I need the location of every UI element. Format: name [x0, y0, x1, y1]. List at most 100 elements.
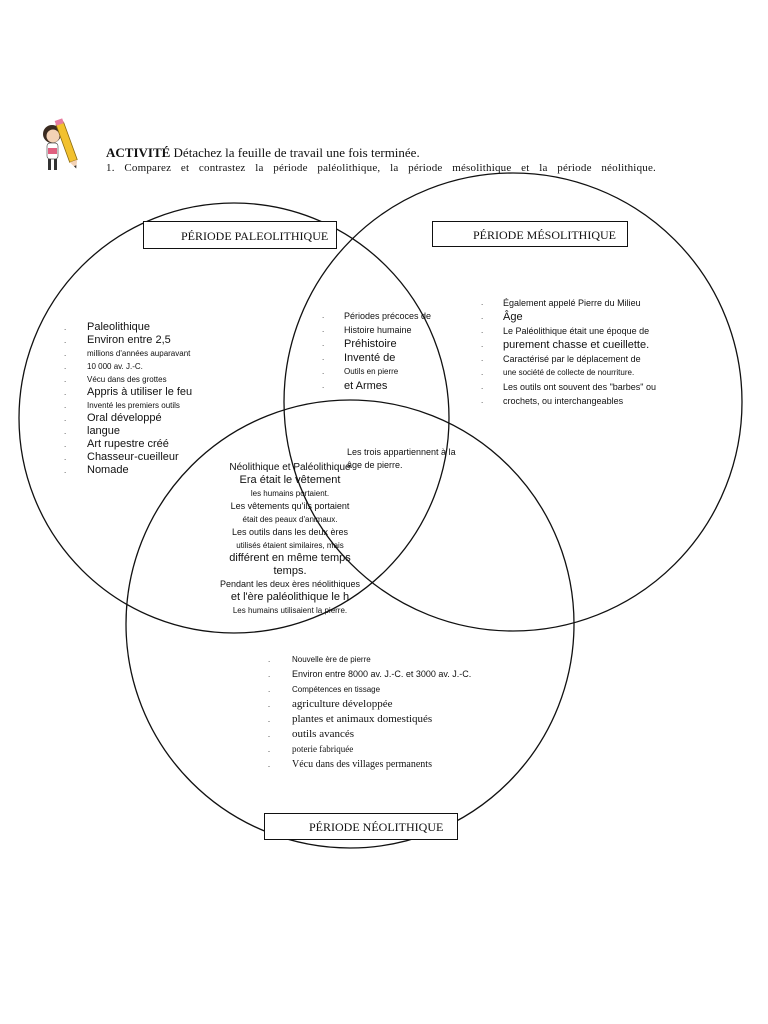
list-item: .langue	[64, 425, 224, 438]
bullet-icon: .	[481, 340, 484, 349]
list-item-text: Paleolithique	[87, 321, 150, 333]
list-item-text: Compétences en tissage	[292, 685, 381, 694]
list-item: .agriculture développée	[268, 697, 498, 712]
list-item-text: Les vêtements qu'ils portaient	[230, 501, 350, 511]
list-item: . Vécu dans des grottes	[64, 373, 224, 386]
list-item: temps.	[200, 565, 380, 578]
list-item-text: Environ entre 2,5	[87, 334, 171, 346]
list-item-text: utilisés étaient similaires, mais	[236, 541, 344, 550]
list-item: . millions d'années auparavant	[64, 347, 224, 360]
list-item-text: Âge	[503, 311, 523, 323]
list-item: Néolithique et Paléolithique	[200, 461, 380, 474]
paleolithic-list: . Paleolithique. Environ entre 2,5. million…	[64, 321, 224, 477]
bullet-icon: .	[64, 323, 67, 332]
list-item-text: millions d'années auparavant	[87, 349, 191, 358]
list-item: . Âge	[481, 310, 671, 324]
list-item-text: Caractérisé par le déplacement de	[503, 354, 641, 364]
bullet-icon: .	[268, 730, 270, 739]
list-item: .une société de collecte de nourriture.	[481, 366, 671, 380]
list-item: . Inventé les premiers outils	[64, 399, 224, 412]
list-item-text: Les humains utilisaient la pierre.	[232, 606, 348, 615]
list-item-text: une société de collecte de nourriture.	[503, 368, 635, 377]
list-item-text: les humains portaient.	[250, 489, 330, 498]
list-item: .Nouvelle ère de pierre	[268, 652, 498, 667]
paleo-meso-list: .Périodes précoces de.Histoire humaine.P…	[322, 309, 450, 393]
activity-title: ACTIVITÉ Détachez la feuille de travail …	[106, 145, 420, 161]
list-item-text: était des peaux d'animaux.	[242, 515, 338, 524]
bullet-icon: .	[64, 349, 67, 358]
bullet-icon: .	[64, 427, 67, 436]
list-item: .Compétences en tissage	[268, 682, 498, 697]
list-item: . 10 000 av. J.-C.	[64, 360, 224, 373]
bullet-icon: .	[268, 700, 270, 709]
bullet-icon: .	[481, 354, 484, 363]
bullet-icon: .	[64, 414, 67, 423]
bullet-icon: .	[64, 375, 67, 384]
list-item-text: et Armes	[344, 380, 388, 392]
list-item: . Caractérisé par le déplacement de	[481, 352, 671, 366]
bullet-icon: .	[268, 745, 270, 754]
list-item: était des peaux d'animaux.	[200, 513, 380, 526]
list-item-text: Nomade	[87, 464, 129, 476]
mesolithic-circle	[283, 172, 743, 632]
list-item-text: Environ entre 8000 av. J.-C. et 3000 av.…	[292, 669, 472, 679]
list-item-text: Néolithique et Paléolithique	[229, 462, 351, 473]
list-item: .Chasseur-cueilleur	[64, 451, 224, 464]
list-item-text: poterie fabriquée	[292, 744, 354, 754]
list-item: . Art rupestre créé	[64, 438, 224, 451]
list-item: .Préhistoire	[322, 337, 450, 351]
list-item-text: Art rupestre créé	[87, 438, 169, 450]
list-item-text: temps.	[273, 565, 307, 577]
list-item: .outils avancés	[268, 727, 498, 742]
list-item: .Inventé de	[322, 351, 450, 365]
list-item-text: Préhistoire	[344, 338, 397, 350]
list-item-text: Le Paléolithique était une époque de	[503, 326, 650, 336]
bullet-icon: .	[322, 311, 325, 320]
list-item-text: Vécu dans des grottes	[87, 375, 167, 384]
list-item-text: et l'ère paléolithique le h	[230, 591, 350, 603]
bullet-icon: .	[64, 440, 67, 449]
list-item: différent en même temps	[200, 552, 380, 565]
bullet-icon: .	[64, 401, 67, 410]
neolithic-label: PÉRIODE NÉOLITHIQUE	[264, 813, 458, 840]
list-item-text: crochets, ou interchangeables	[503, 396, 624, 406]
mesolithic-list: .Également appelé Pierre du Milieu.Âge.L…	[481, 296, 671, 408]
list-item-text: Oral développé	[87, 412, 162, 424]
list-item: .purement chasse et cueillette.	[481, 338, 671, 352]
question-text: 1. Comparez et contrastez la période pal…	[106, 162, 656, 174]
neolithic-list: .Nouvelle ère de pierre. Environ entre 80…	[268, 652, 498, 772]
bullet-icon: .	[268, 655, 271, 664]
list-item: utilisés étaient similaires, mais	[200, 539, 380, 552]
activity-label: ACTIVITÉ	[106, 145, 171, 160]
list-item: Les humains utilisaient la pierre.	[200, 604, 380, 617]
bullet-icon: .	[64, 362, 67, 371]
list-item-text: Outils en pierre	[344, 367, 399, 376]
bullet-icon: .	[268, 760, 270, 769]
list-item-text: Chasseur-cueilleur	[87, 451, 179, 463]
list-item-text: Inventé de	[344, 352, 396, 364]
paleolithic-label: PÉRIODE PALEOLITHIQUE	[143, 221, 337, 249]
list-item-text: Inventé les premiers outils	[87, 401, 180, 410]
list-item: et l'ère paléolithique le h	[200, 591, 380, 604]
list-item: Pendant les deux ères néolithiques	[200, 578, 380, 591]
mesolithic-label: PÉRIODE MÉSOLITHIQUE	[432, 221, 628, 247]
list-item: .Vécu dans des villages permanents	[268, 757, 498, 772]
bullet-icon: .	[268, 670, 271, 679]
center-line-1: Les trois appartiennent à la	[347, 447, 456, 457]
bullet-icon: .	[64, 466, 67, 475]
center-line-2: âge de pierre.	[347, 460, 403, 470]
list-item: .Les outils ont souvent des "barbes" ou	[481, 380, 671, 394]
bullet-icon: .	[322, 381, 325, 390]
bullet-icon: .	[64, 336, 67, 345]
bullet-icon: .	[322, 325, 325, 334]
list-item-text: Pendant les deux ères néolithiques	[219, 579, 361, 589]
paleolithic-circle	[18, 202, 450, 634]
bullet-icon: .	[481, 396, 484, 405]
list-item-text: 10 000 av. J.-C.	[87, 362, 143, 371]
bullet-icon: .	[481, 312, 484, 321]
pencil-girl-icon	[43, 118, 78, 170]
list-item: .Appris à utiliser le feu	[64, 386, 224, 399]
list-item: . crochets, ou interchangeables	[481, 394, 671, 408]
